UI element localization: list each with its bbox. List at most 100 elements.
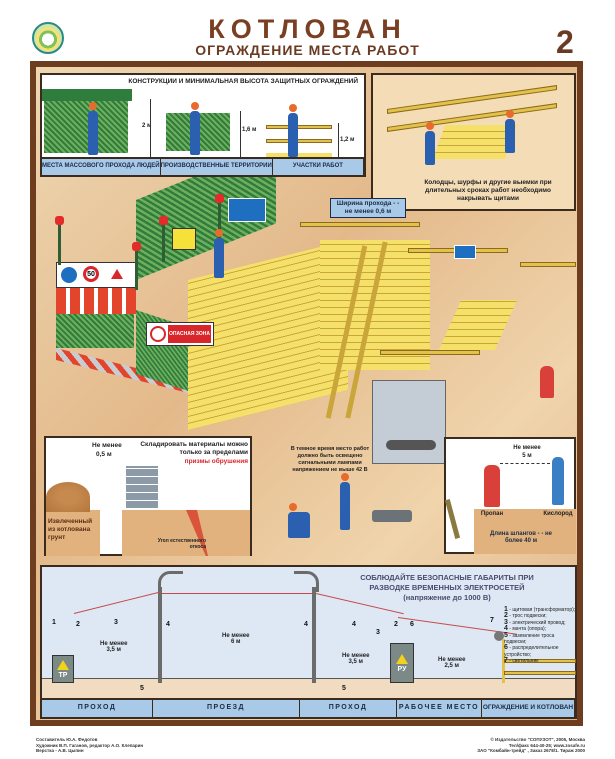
lamp-arm	[158, 571, 183, 592]
welding-torch-icon	[444, 499, 461, 539]
min-label: Не менее	[222, 633, 250, 639]
marker: 4	[352, 621, 356, 628]
min-label: Не менее	[342, 653, 370, 659]
clearance-1-value: 3,5 м	[106, 647, 121, 653]
fence-heights-panel: 2 м 1,6 м 1,2 м КОНСТРУКЦИИ И МИНИМАЛЬНА…	[40, 73, 366, 177]
credit-line: Верстка - А.В. Цыпин	[36, 748, 84, 753]
category-industrial: ПРОИЗВОДСТВЕННЫЕ ТЕРРИТОРИИ	[160, 159, 273, 175]
canopy	[42, 89, 132, 101]
dimension-line	[150, 99, 151, 157]
distance-line	[500, 463, 550, 464]
credit-line: Составитель Ю.А. Федотов	[36, 737, 98, 742]
marker: 3	[376, 629, 380, 636]
signal-lamp-pole	[135, 248, 138, 290]
min-label: Не менее	[438, 657, 466, 663]
floodlight-pole	[502, 639, 505, 683]
oxygen-label: Кислород	[543, 511, 573, 517]
signal-lamp-icon	[132, 242, 141, 251]
overhead-wire	[162, 593, 312, 594]
worker-figure	[505, 110, 515, 153]
gas-distance-value: 5 м	[522, 453, 532, 459]
fence-mesh-tall	[44, 101, 128, 153]
category-work-site: УЧАСТКИ РАБОТ	[272, 159, 364, 175]
signal-lamp-icon	[215, 194, 224, 203]
transformer-box: ТР	[52, 655, 74, 683]
publisher-line: ЗАО "Комбайн-трейд" , Заказ 2678/1. Тира…	[477, 748, 585, 753]
soil-label: Извлеченный из котлована грунт	[48, 518, 93, 541]
worker-figure	[214, 229, 224, 278]
overhead-wire	[73, 591, 162, 614]
oxygen-cylinder-icon	[552, 457, 564, 505]
danger-zone-sign: ОПАСНАЯ ЗОНА	[146, 322, 214, 346]
marker: 5	[342, 685, 346, 692]
sheet-number: 2	[556, 24, 574, 60]
legend-text: заземление троса подвески;	[504, 632, 555, 646]
distribution-label: РУ	[397, 666, 407, 673]
road-signs: 50	[56, 262, 138, 288]
distribution-box: РУ	[390, 643, 414, 683]
pit-railing	[504, 671, 576, 675]
legend-number: 6	[504, 644, 508, 652]
no-entry-icon	[150, 326, 166, 342]
dimension-line	[240, 111, 241, 157]
roadwork-sign-icon	[111, 269, 123, 279]
chevron-barrier	[56, 288, 136, 314]
worker-figure	[288, 503, 310, 538]
category-mass-passage: МЕСТА МАССОВОГО ПРОХОДА ЛЮДЕЙ	[42, 159, 161, 175]
clearance-2-value: 6 м	[230, 639, 241, 645]
publisher-line: © Издательство "СОПУЗОТ", 2005, Москва	[490, 737, 585, 742]
credits-right: © Издательство "СОПУЗОТ", 2005, Москва Т…	[477, 737, 585, 754]
storage-distance-value: 0,5 м	[96, 451, 112, 458]
legend-number: 5	[504, 631, 508, 639]
railing	[520, 262, 576, 267]
covers-caption: Колодцы, шурфы и другие выемки при длите…	[424, 179, 552, 202]
marker: 4	[304, 621, 308, 628]
pipe	[386, 440, 436, 450]
railing-top	[266, 125, 332, 129]
legend-number: 3	[504, 618, 508, 626]
signal-lamp-pole	[58, 223, 61, 265]
height-label: 1,2 м	[340, 137, 355, 143]
worker-figure	[88, 102, 98, 155]
pit-wall-back	[320, 240, 430, 370]
marker: 2	[394, 621, 398, 628]
ground-right	[122, 510, 250, 556]
legend-item: 1 - щитовая (трансформатор);	[504, 606, 576, 613]
propane-cylinder-icon	[484, 465, 500, 507]
legend-text: мачта (опора);	[512, 626, 547, 633]
legend-item: 4 - мачта (опора);	[504, 625, 547, 633]
high-voltage-icon	[396, 654, 408, 664]
legend-item: 7 - светильник	[504, 657, 539, 665]
zone-fence-pit: ОГРАЖДЕНИЕ И КОТЛОВАН	[482, 700, 575, 717]
dimension-line	[338, 123, 339, 157]
soil-pile	[46, 482, 90, 512]
speed-limit-sign: 50	[83, 266, 99, 282]
credit-line: Художник В.П. Гаганов, редактор А.О. Кле…	[36, 742, 144, 748]
electrical-subtitle: (напряжение до 1000 В)	[403, 593, 491, 602]
ground-strip	[42, 678, 575, 699]
clearance-3-value: 3,5 м	[348, 659, 363, 665]
lamp-post	[312, 587, 316, 683]
ground	[474, 509, 576, 554]
gas-distance-label: Не менее	[513, 445, 541, 451]
zone-passage-2: ПРОХОД	[300, 700, 397, 717]
legend-text: электрический провод;	[512, 619, 566, 626]
signal-lamp-pole	[218, 200, 221, 240]
page-subtitle: ОГРАЖДЕНИЕ МЕСТА РАБОТ	[195, 42, 420, 58]
gas-cylinders-panel: Не менее 5 м Пропан Кислород Длина шланг…	[444, 437, 576, 554]
storage-note-highlight: призмы обрушения	[184, 458, 248, 465]
zone-row: ПРОХОД ПРОЕЗД ПРОХОД РАБОЧЕЕ МЕСТО ОГРАЖ…	[42, 698, 575, 717]
legend-number: 2	[504, 612, 508, 620]
legend-text: распределительное устройство;	[504, 645, 559, 658]
railing-base	[266, 153, 332, 159]
railing	[300, 222, 420, 227]
marker: 7	[490, 617, 494, 624]
stacked-materials	[126, 466, 158, 508]
covers-panel: Колодцы, шурфы и другие выемки при длите…	[371, 73, 576, 211]
hose-length-note: Длина шлангов - - не более 40 м	[490, 531, 552, 544]
caution-sign-icon	[172, 228, 196, 250]
lighting-note: В темное время место работ должно быть о…	[290, 446, 370, 473]
